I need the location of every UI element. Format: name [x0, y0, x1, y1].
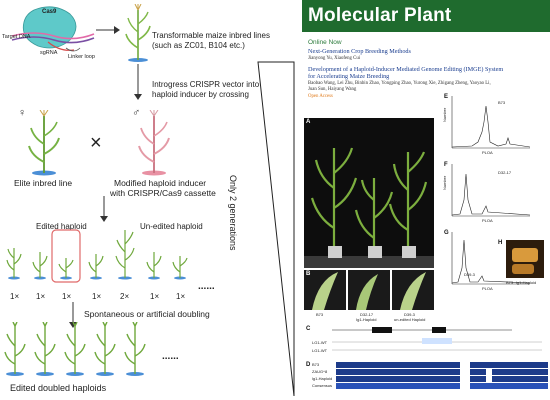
count-1: 1× — [10, 292, 20, 301]
fig-letter-h: H — [498, 240, 503, 246]
c-row-1: LG1-WT — [312, 340, 328, 345]
count-3: 1× — [62, 292, 72, 301]
panel-h-ear — [506, 240, 544, 278]
fig-letter-f: F — [444, 162, 448, 168]
maize-plant-top — [125, 4, 151, 62]
g-xaxis: PLOA — [482, 286, 493, 291]
panel-c-gene — [332, 327, 542, 351]
article2-authors2: Juan Sun, Haiyang Wang — [308, 87, 357, 92]
d-row-1: B73 — [312, 362, 320, 367]
b-label-1: B73 — [316, 312, 324, 317]
arrow-down-2 — [100, 196, 108, 222]
h-label-1: B73 — [506, 280, 514, 285]
haploid-row — [6, 229, 188, 283]
e-label: B73 — [498, 100, 506, 105]
panel-a-plants — [304, 118, 434, 268]
count-7: 1× — [176, 292, 186, 301]
count-2: 1× — [36, 292, 46, 301]
sgrna-label: sgRNA — [40, 50, 58, 56]
flow-panel-e — [451, 96, 531, 149]
panel-d-alignment — [336, 362, 548, 389]
cross-symbol: × — [90, 132, 102, 154]
edited-haploid-label: Edited haploid — [36, 222, 87, 231]
b-label-2: D32-17 — [360, 312, 374, 317]
arrow-down-1 — [134, 64, 142, 100]
b-sublabel-2: un-edited Haploid — [394, 317, 426, 322]
c-row-2: LG1-WT — [312, 348, 328, 353]
b-sublabel-1: Ig1-Haploid — [356, 317, 377, 322]
cas9-label: Cas9 — [42, 9, 57, 15]
f-yaxis: Number — [442, 175, 447, 190]
male-symbol: ♂ — [132, 107, 141, 119]
journal-panel: Molecular Plant Online Now Next-Generati… — [302, 0, 550, 400]
e-xaxis: PLOA — [482, 150, 493, 155]
article1-authors: Jianyong Yu, Xiaofeng Cui — [308, 56, 361, 61]
target-dna-label: Target DNA — [2, 34, 31, 40]
doubling-label: Spontaneous or artificial doubling — [84, 309, 210, 319]
fig-letter-e: E — [444, 94, 449, 100]
online-now-label: Online Now — [308, 39, 342, 46]
left-schematic: Cas9 Target DNA sgRNA Linker loop Transf… — [2, 4, 295, 397]
maize-plant-elite — [28, 110, 60, 176]
flow-panel-f — [451, 164, 531, 217]
linker-loop-label: Linker loop — [68, 54, 95, 60]
generations-label: Only 2 generations — [228, 175, 238, 251]
g-label: D39-3 — [464, 272, 475, 277]
panel-h-photo — [506, 240, 544, 278]
d-row-3: lg1-Haploid — [312, 376, 333, 381]
panel-b-leaves — [304, 270, 434, 310]
arrow-right — [96, 26, 120, 34]
f-xaxis: PLOA — [482, 218, 493, 223]
article2-title2[interactable]: for Accelerating Maize Breeding — [308, 73, 390, 80]
e-yaxis: Number — [442, 107, 447, 122]
ellipsis-1: ...... — [198, 281, 215, 292]
journal-banner: Molecular Plant — [302, 0, 550, 32]
panel-a-photo — [304, 118, 434, 268]
count-6: 1× — [150, 292, 160, 301]
count-4: 1× — [92, 292, 102, 301]
b-label-3: D39-3 — [404, 312, 415, 317]
unedited-haploid-label: Un-edited haploid — [140, 222, 203, 231]
open-access-badge: Open Access — [308, 94, 333, 99]
cas9-complex-illustration — [11, 6, 95, 52]
fig-letter-c: C — [306, 326, 311, 332]
article1-title[interactable]: Next-Generation Crop Breeding Methods — [308, 48, 411, 55]
fig-letter-b: B — [306, 271, 311, 277]
elite-label: Elite inbred line — [14, 178, 73, 188]
maize-plant-inducer — [138, 110, 170, 176]
fig-letter-a: A — [306, 119, 311, 125]
generations-triangle — [257, 61, 295, 397]
f-label: D32-17 — [498, 170, 512, 175]
final-label: Edited doubled haploids — [10, 383, 107, 393]
journal-title: Molecular Plant — [308, 5, 452, 26]
step2-text2: haploid inducer by crossing — [152, 90, 249, 99]
fig-letter-g: G — [444, 230, 449, 236]
arrow-down-3 — [69, 302, 77, 328]
count-5: 2× — [120, 292, 130, 301]
h-label-2: lg1-Haploid — [516, 280, 537, 285]
modified-label2: with CRISPR/Cas9 cassette — [110, 188, 216, 198]
step2-text: Introgress CRISPR vector into — [152, 80, 260, 89]
fig-letter-d: D — [306, 362, 311, 368]
article2-title[interactable]: Development of a Haploid-Inducer Mediate… — [308, 66, 504, 73]
d-row-2: ZAUG^8 — [312, 369, 328, 374]
d-row-4: Consensus — [312, 383, 333, 388]
step1-text2: (such as ZC01, B104 etc.) — [152, 41, 245, 50]
doubled-haploid-row — [4, 322, 146, 376]
flow-panel-g — [451, 232, 531, 285]
step1-text: Transformable maize inbred lines — [152, 31, 270, 40]
ellipsis-2: ...... — [162, 351, 179, 362]
panel-b-photos — [304, 270, 434, 310]
article2-authors: Baobao Wang, Lei Zhu, Binbin Zhao, Yongp… — [308, 81, 491, 86]
modified-label: Modified haploid inducer — [114, 178, 207, 188]
female-symbol: ♀ — [18, 107, 27, 119]
